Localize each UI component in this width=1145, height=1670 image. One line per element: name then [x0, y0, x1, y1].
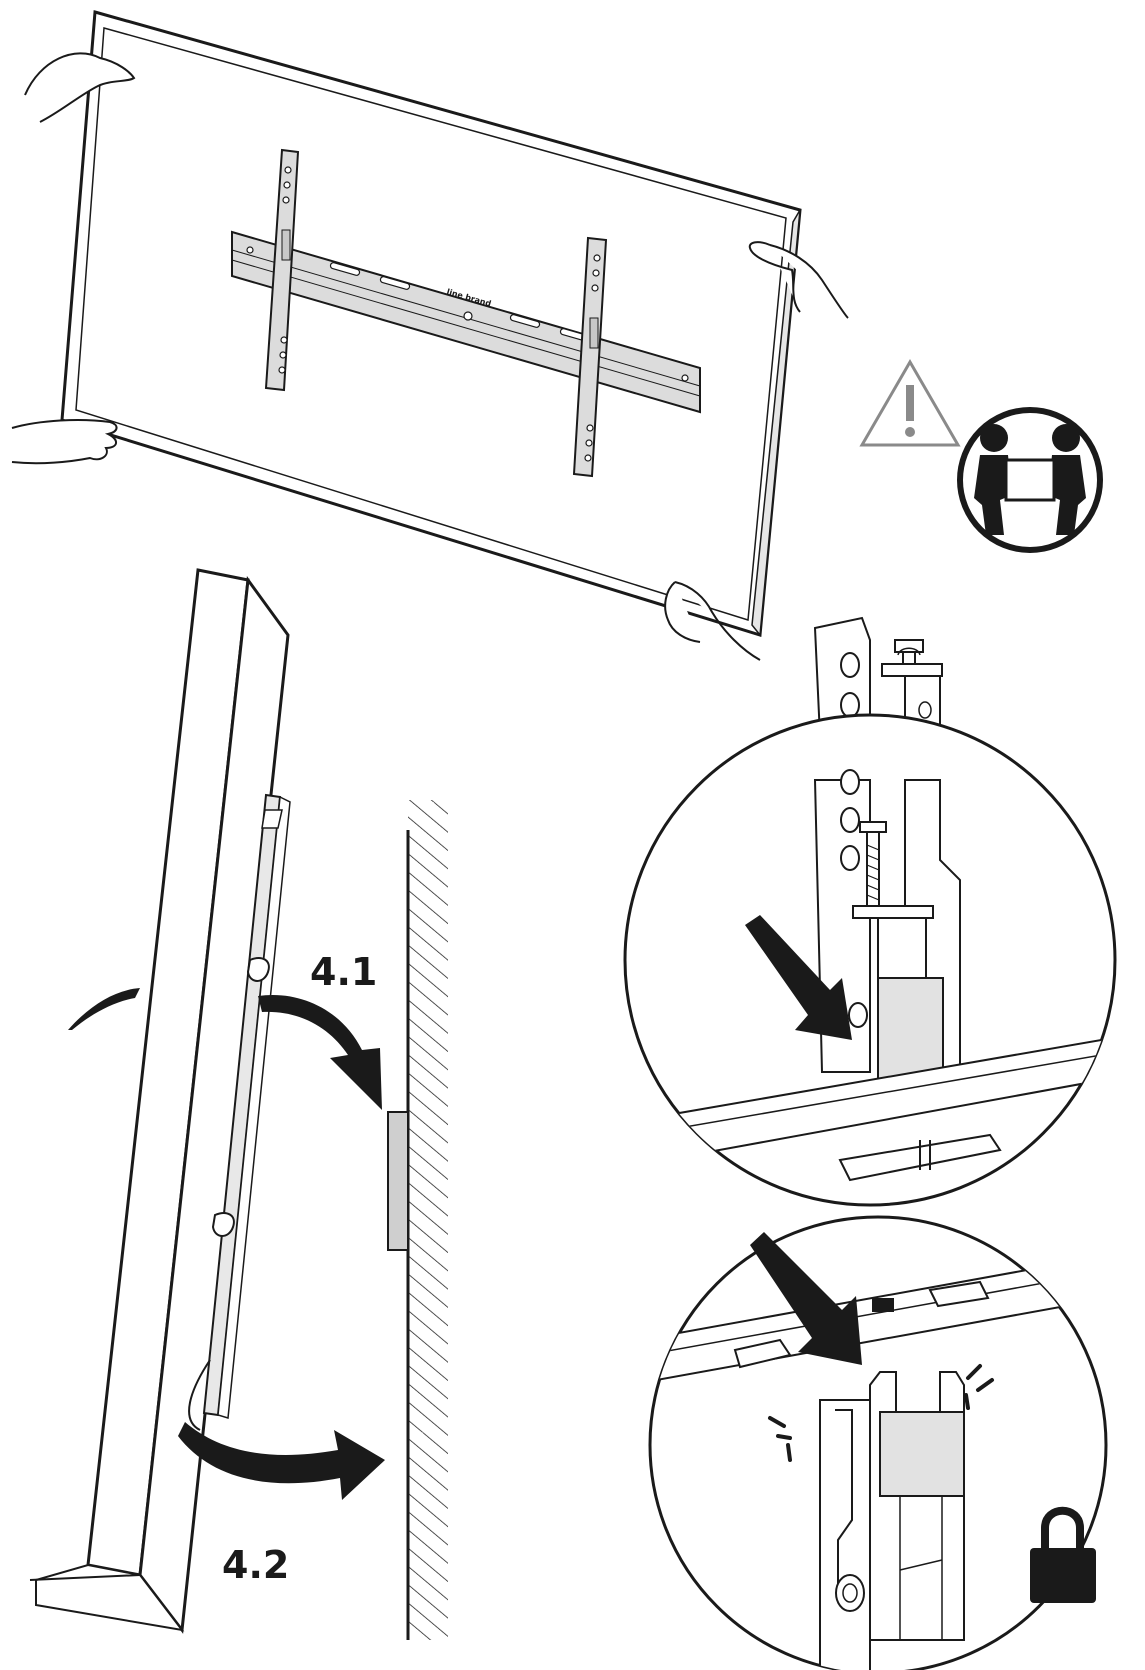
step-label-4-1: 4.1 [310, 950, 377, 994]
vertical-arm-right [572, 236, 608, 478]
push-arrow-bottom [750, 1232, 862, 1365]
hand-bottom-right [664, 581, 761, 661]
hand-top-left [24, 52, 136, 123]
tv-side-view [29, 568, 290, 1634]
arrow-step-4-2 [178, 1422, 385, 1500]
tv-side-bracket [188, 793, 291, 1431]
two-person-lift-icon [957, 407, 1103, 553]
push-arrow-top [745, 915, 852, 1040]
detail-latch-locked [648, 1215, 1108, 1670]
detail-latch-open [623, 616, 1117, 1207]
vertical-arm-left [264, 148, 300, 392]
click-sound-icon [768, 1364, 994, 1462]
hand-bottom-left [11, 419, 118, 465]
lock-icon [1030, 1506, 1096, 1603]
step-label-4-2: 4.2 [222, 1543, 289, 1587]
rotate-arrow-top-left [68, 988, 140, 1030]
arrow-step-4-1 [258, 994, 382, 1110]
hand-right [748, 241, 849, 319]
warning-triangle-icon [859, 359, 961, 447]
wall-cross-section [387, 800, 448, 1640]
